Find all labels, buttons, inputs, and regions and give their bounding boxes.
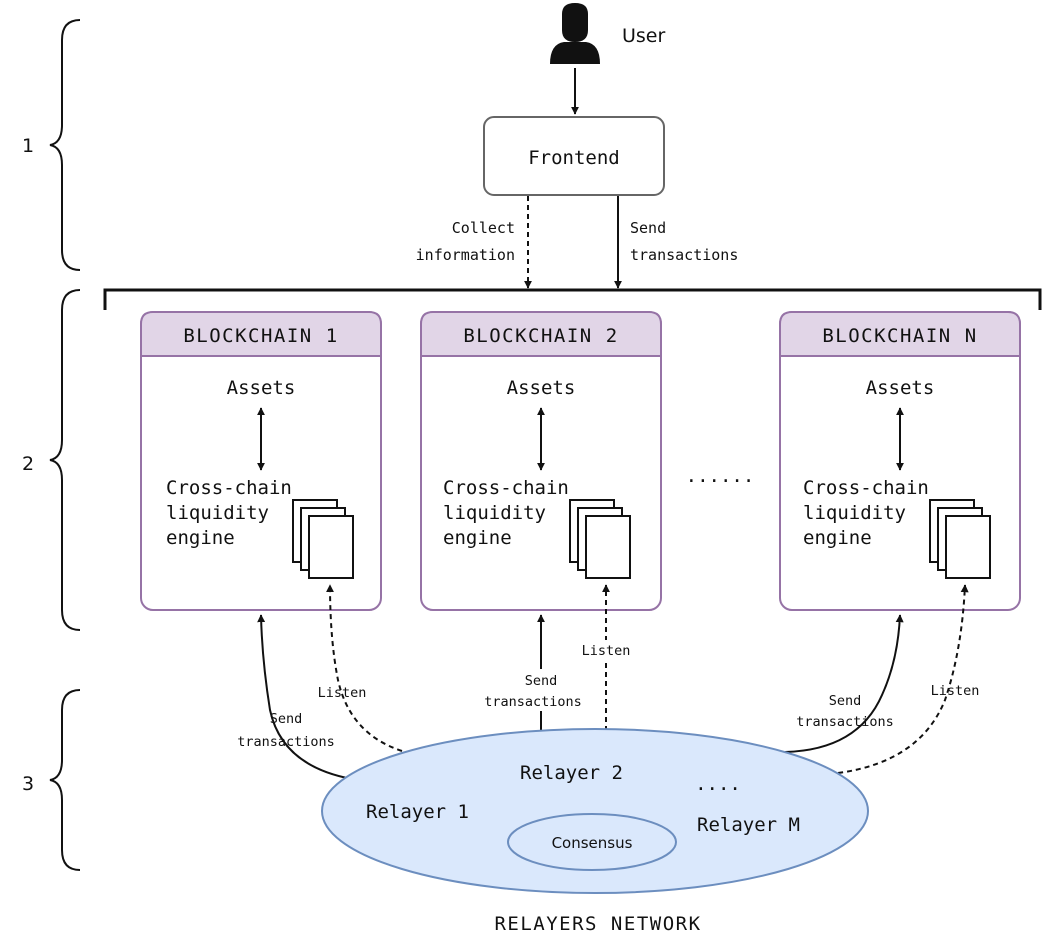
send-label-line2: transactions xyxy=(630,246,738,264)
send-label-line1: Send xyxy=(630,219,666,237)
bcn-listen-arrow xyxy=(837,584,969,774)
blockchain-1-engine-line3: engine xyxy=(166,527,235,549)
relayer-dots: .... xyxy=(695,773,741,795)
blockchain-2: BLOCKCHAIN 2 Assets Cross-chain liquidit… xyxy=(420,311,662,611)
blockchain-n-engine-line3: engine xyxy=(803,527,872,549)
level-label-3: 3 xyxy=(22,773,34,795)
brace-1 xyxy=(49,19,81,271)
blockchain-1-documents-icon xyxy=(292,499,354,579)
blockchains-bus xyxy=(103,288,1042,310)
collect-label-line1: Collect xyxy=(452,219,515,237)
level-label-2: 2 xyxy=(22,453,34,475)
blockchain-1-engine-line2: liquidity xyxy=(166,502,269,524)
frontend-box xyxy=(483,116,665,196)
blockchain-2-header xyxy=(420,311,662,357)
bc2-listen-label: Listen xyxy=(582,643,631,659)
blockchain-2-assets: Assets xyxy=(507,377,576,399)
bc1-send-label-line1: Send xyxy=(270,711,303,727)
blockchain-n-header xyxy=(779,311,1021,357)
bc2-send-label-line1: Send xyxy=(525,673,558,689)
relayers-network-caption: RELAYERS NETWORK xyxy=(494,913,701,935)
bcn-send-transactions-arrow xyxy=(784,614,904,753)
blockchain-2-engine-line3: engine xyxy=(443,527,512,549)
bc2-listen-label-bg xyxy=(572,640,640,660)
relayers-network-ellipse xyxy=(321,728,869,894)
relayer-2-label: Relayer 2 xyxy=(520,762,623,784)
blockchain-1: BLOCKCHAIN 1 Assets Cross-chain liquidit… xyxy=(140,311,382,611)
blockchain-2-engine-line1: Cross-chain xyxy=(443,477,569,499)
blockchain-1-title: BLOCKCHAIN 1 xyxy=(183,325,338,347)
bc2-send-label-line2: transactions xyxy=(484,694,582,710)
bc1-send-label-line2: transactions xyxy=(237,734,335,750)
bc1-listen-label: Listen xyxy=(318,685,367,701)
consensus-ellipse xyxy=(507,813,677,871)
bc2-send-label-bg xyxy=(466,669,602,711)
relayer-1-label: Relayer 1 xyxy=(366,801,469,823)
consensus-label: Consensus xyxy=(552,834,633,852)
blockchain-1-engine-line1: Cross-chain xyxy=(166,477,292,499)
blockchain-gap-dots: ...... xyxy=(686,465,755,487)
blockchain-2-title: BLOCKCHAIN 2 xyxy=(463,325,618,347)
brace-2 xyxy=(49,289,81,631)
user-label: User xyxy=(622,25,665,47)
bc1-send-transactions-arrow xyxy=(257,614,353,780)
blockchain-n-assets: Assets xyxy=(866,377,935,399)
user-icon xyxy=(550,3,600,64)
frontend-label: Frontend xyxy=(528,147,620,169)
blockchain-n-documents-icon xyxy=(929,499,991,579)
blockchain-1-header xyxy=(140,311,382,357)
level-label-1: 1 xyxy=(22,135,34,157)
blockchain-2-documents-icon xyxy=(569,499,631,579)
bcn-send-label-line1: Send xyxy=(829,693,862,709)
brace-3 xyxy=(49,689,81,871)
blockchain-n-title: BLOCKCHAIN N xyxy=(822,325,977,347)
bc1-listen-arrow xyxy=(326,584,403,752)
blockchain-n: BLOCKCHAIN N Assets Cross-chain liquidit… xyxy=(779,311,1021,611)
blockchain-n-engine-line2: liquidity xyxy=(803,502,906,524)
bcn-listen-label: Listen xyxy=(931,683,980,699)
blockchain-n-engine-line1: Cross-chain xyxy=(803,477,929,499)
blockchain-1-assets: Assets xyxy=(227,377,296,399)
collect-label-line2: information xyxy=(416,246,515,264)
level-braces xyxy=(49,19,81,871)
relayer-m-label: Relayer M xyxy=(697,814,800,836)
blockchain-2-engine-line2: liquidity xyxy=(443,502,546,524)
bcn-send-label-line2: transactions xyxy=(796,714,894,730)
